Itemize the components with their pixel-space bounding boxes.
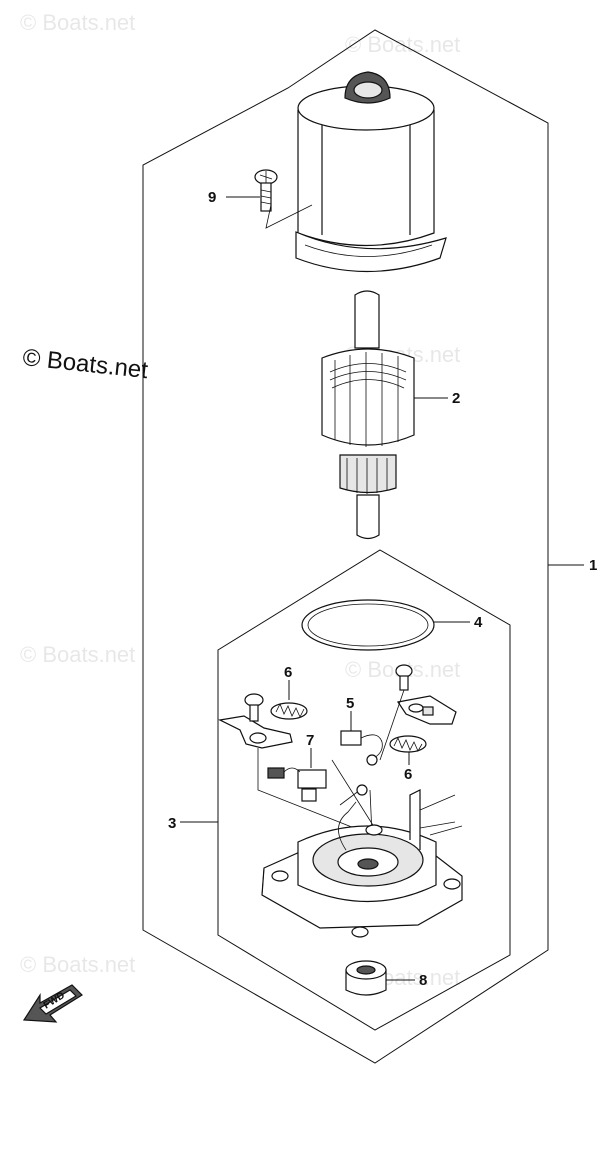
watermark: © Boats.net (20, 642, 135, 667)
callout-5: 5 (346, 695, 354, 712)
brush-icon (267, 767, 327, 802)
bearing-icon (345, 960, 387, 996)
spring-icon (270, 702, 427, 753)
callout-8: 8 (419, 972, 427, 989)
brush-icon (340, 730, 383, 766)
callout-7: 7 (306, 732, 314, 749)
screw-icon (254, 169, 278, 212)
callout-4: 4 (474, 614, 483, 631)
assembly-frame-outer (142, 29, 549, 1064)
assembly-guide-line (257, 689, 405, 836)
motor-housing-icon (295, 71, 447, 273)
watermark: © Boats.net (20, 10, 135, 35)
callout-6a: 6 (284, 664, 292, 681)
callout-3: 3 (168, 815, 176, 832)
brush-holder-icon (218, 664, 457, 749)
motor-base-icon (261, 784, 463, 938)
assembly-frame-inner (217, 549, 511, 1031)
callout-2: 2 (452, 390, 460, 407)
assembly-guide-line (265, 204, 313, 229)
fwd-arrow-icon: FWD (22, 984, 83, 1023)
callout-9: 9 (208, 189, 216, 206)
armature-icon (321, 290, 415, 540)
callout-6b: 6 (404, 766, 412, 783)
main-watermark: © Boats.net (21, 344, 149, 384)
watermark: © Boats.net (20, 952, 135, 977)
o-ring-icon (301, 599, 435, 651)
callout-1: 1 (589, 557, 597, 574)
